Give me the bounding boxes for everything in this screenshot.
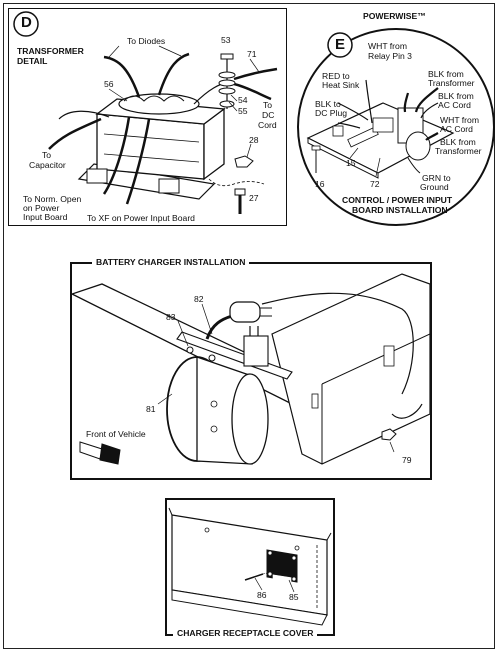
label-blk-ac-1: BLK from bbox=[438, 91, 474, 101]
powerwise-caption-2: BOARD INSTALLATION bbox=[352, 205, 448, 215]
part-number-16: 16 bbox=[315, 179, 325, 189]
part-number-82: 82 bbox=[194, 294, 204, 304]
part-number-56: 56 bbox=[104, 79, 114, 89]
label-to-dc-cord-1: To bbox=[263, 100, 273, 110]
label-wht-ac-2: AC Cord bbox=[440, 124, 473, 134]
label-to-xf: To XF on Power Input Board bbox=[87, 213, 195, 223]
transformer-detail-panel: D TRANSFORMER DETAIL To Diodes 53 71 56 … bbox=[8, 8, 287, 226]
label-grn-ground-1: GRN to bbox=[422, 173, 451, 183]
label-to-norm-open-3: Input Board bbox=[23, 212, 68, 222]
battery-charger-title: BATTERY CHARGER INSTALLATION bbox=[92, 257, 250, 267]
label-blk-transformer-top-2: Transformer bbox=[428, 78, 475, 88]
part-number-85: 85 bbox=[289, 592, 299, 602]
transformer-drawing bbox=[13, 11, 278, 214]
transformer-detail-title-1: TRANSFORMER bbox=[17, 46, 84, 56]
page-frame bbox=[3, 3, 495, 649]
label-wht-relay-2: Relay Pin 3 bbox=[368, 51, 412, 61]
label-wht-ac-1: WHT from bbox=[440, 115, 479, 125]
transformer-detail-title-2: DETAIL bbox=[17, 56, 48, 66]
label-to-capacitor-2: Capacitor bbox=[29, 160, 66, 170]
label-to-capacitor-1: To bbox=[42, 150, 52, 160]
part-number-72: 72 bbox=[370, 179, 380, 189]
label-blk-dc-1: BLK to bbox=[315, 99, 341, 109]
label-front-of-vehicle: Front of Vehicle bbox=[86, 429, 146, 439]
receptacle-cover-drawing bbox=[168, 507, 332, 626]
label-blk-dc-2: DC Plug bbox=[315, 108, 347, 118]
label-to-norm-open-1: To Norm. Open bbox=[23, 194, 82, 204]
detail-letter-e: E bbox=[335, 36, 346, 53]
label-wht-relay-1: WHT from bbox=[368, 41, 407, 51]
powerwise-brand: POWERWISE™ bbox=[363, 11, 426, 21]
battery-charger-panel: BATTERY CHARGER INSTALLATION 82 83 81 79… bbox=[70, 257, 432, 480]
powerwise-detail: E POWERWISE™ WHT from Relay Pin 3 RED to… bbox=[288, 8, 498, 228]
part-number-71: 71 bbox=[247, 49, 257, 59]
part-number-53: 53 bbox=[221, 35, 231, 45]
label-red-heat-2: Heat Sink bbox=[322, 80, 360, 90]
label-to-norm-open-2: on Power bbox=[23, 203, 60, 213]
part-number-83: 83 bbox=[166, 312, 176, 322]
powerwise-drawing bbox=[297, 28, 495, 226]
part-number-55: 55 bbox=[238, 106, 248, 116]
label-to-dc-cord-3: Cord bbox=[258, 120, 277, 130]
battery-charger-drawing bbox=[72, 273, 430, 465]
receptacle-cover-panel: 86 85 CHARGER RECEPTACLE COVER bbox=[165, 498, 335, 638]
part-number-79: 79 bbox=[402, 455, 412, 465]
label-red-heat-1: RED to bbox=[322, 71, 350, 81]
part-number-81: 81 bbox=[146, 404, 156, 414]
part-number-27: 27 bbox=[249, 193, 259, 203]
part-number-28: 28 bbox=[249, 135, 259, 145]
label-grn-ground-2: Ground bbox=[420, 182, 449, 192]
label-to-dc-cord-2: DC bbox=[262, 110, 275, 120]
label-blk-ac-2: AC Cord bbox=[438, 100, 471, 110]
label-to-diodes: To Diodes bbox=[127, 36, 166, 46]
label-blk-transformer-bot-1: BLK from bbox=[440, 137, 476, 147]
part-number-86: 86 bbox=[257, 590, 267, 600]
receptacle-cover-title: CHARGER RECEPTACLE COVER bbox=[173, 628, 318, 638]
powerwise-caption-1: CONTROL / POWER INPUT bbox=[342, 195, 453, 205]
label-blk-transformer-top-1: BLK from bbox=[428, 69, 464, 79]
detail-letter-d: D bbox=[21, 14, 32, 31]
part-number-15: 15 bbox=[346, 158, 356, 168]
part-number-54: 54 bbox=[238, 95, 248, 105]
label-blk-transformer-bot-2: Transformer bbox=[435, 146, 482, 156]
